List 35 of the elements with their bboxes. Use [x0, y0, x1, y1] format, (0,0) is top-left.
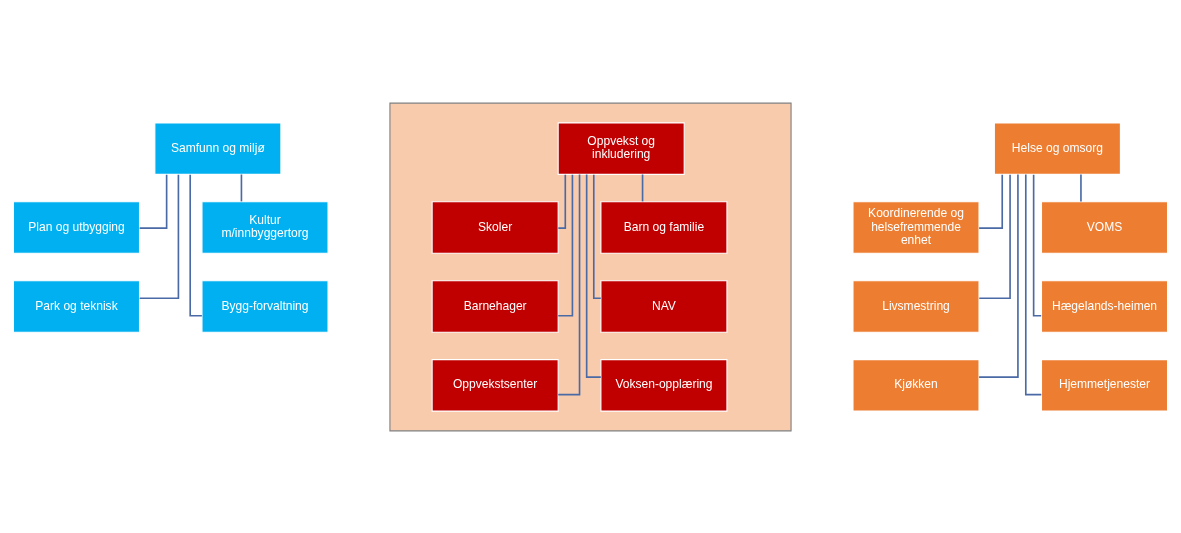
node-box: Plan og utbygging — [12, 200, 141, 254]
connector — [641, 173, 644, 202]
node-box: Samfunn og miljø — [154, 121, 282, 175]
node-box: Hjemmetjenester — [1040, 358, 1169, 412]
connector — [138, 173, 168, 229]
node-box: Voksen-opplæring — [600, 358, 728, 412]
node-box: Livsmestring — [852, 279, 980, 333]
node-box: Koordinerende og helsefremmende enhet — [852, 200, 980, 254]
node-box: Barn og familie — [600, 200, 728, 254]
connector — [138, 173, 180, 299]
connector — [557, 173, 581, 395]
connector — [978, 173, 1004, 229]
connector — [585, 173, 602, 378]
node-box: Oppvekstsenter — [431, 358, 559, 412]
node-box: NAV — [600, 279, 728, 333]
connector — [557, 173, 567, 229]
node-box: Park og teknisk — [12, 279, 141, 333]
node-box: Skoler — [431, 200, 559, 254]
connector — [557, 173, 574, 317]
node-box: Hægelands-heimen — [1040, 279, 1169, 333]
connector — [978, 173, 1011, 299]
connector — [1032, 173, 1043, 317]
node-box: Oppvekst og inkludering — [557, 121, 685, 175]
node-box: Kjøkken — [852, 358, 980, 412]
node-box: VOMS — [1040, 200, 1169, 254]
node-box: Helse og omsorg — [993, 121, 1121, 175]
node-box: Kultur m/innbyggertorg — [201, 200, 329, 254]
connector — [592, 173, 602, 299]
cluster — [389, 102, 792, 431]
connector — [240, 173, 243, 202]
connector — [978, 173, 1019, 378]
connector — [189, 173, 203, 317]
node-box: Bygg-forvaltning — [201, 279, 329, 333]
connector — [1080, 173, 1082, 202]
node-box: Barnehager — [431, 279, 559, 333]
